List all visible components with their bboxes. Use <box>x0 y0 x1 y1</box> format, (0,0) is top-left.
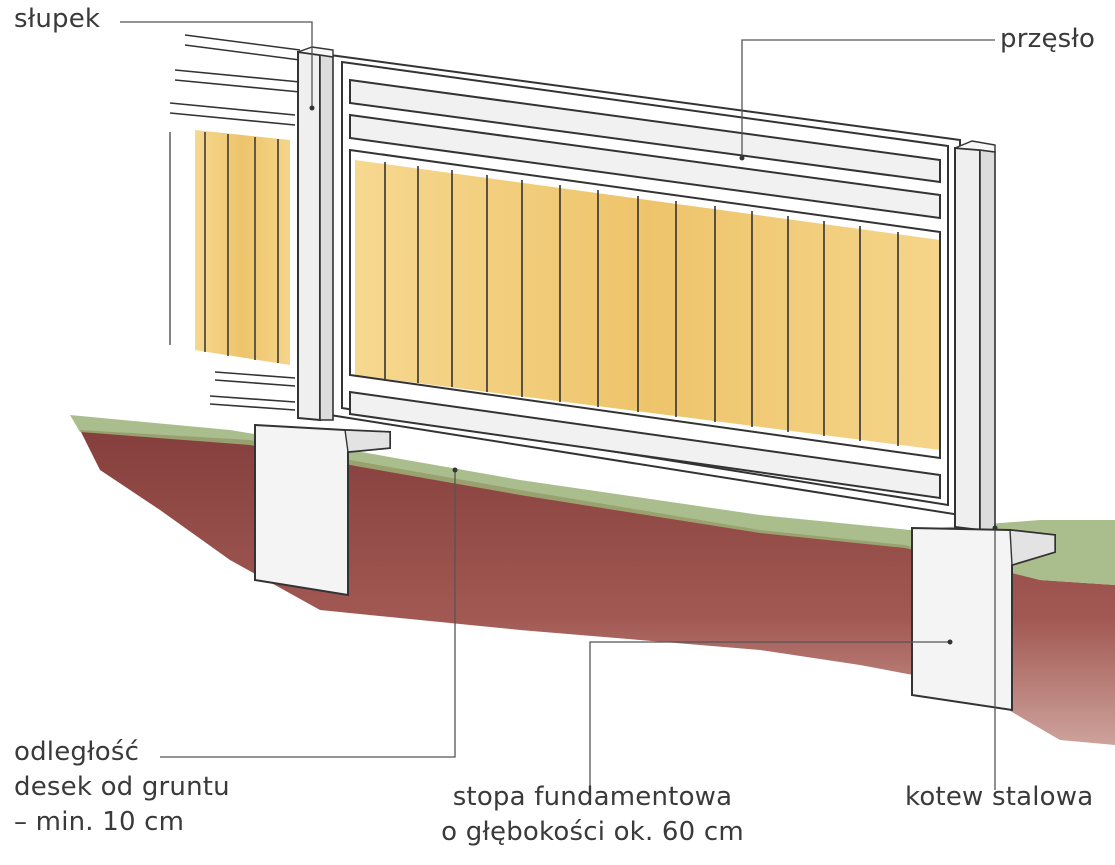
label-odleglosc-line-1: odległość <box>14 737 140 767</box>
label-stopa: stopa fundamentowa o głębokości ok. 60 c… <box>440 780 745 850</box>
leader-przeslo <box>741 39 995 158</box>
main-panel-boards <box>355 160 940 450</box>
leader-slupek <box>120 21 313 108</box>
label-slupek: słupek <box>14 4 101 34</box>
label-odleglosc-line-3: – min. 10 cm <box>14 807 185 838</box>
label-odleglosc-line-2: desek od gruntu <box>14 772 230 803</box>
left-panel-boards <box>169 130 290 365</box>
leader-stopa <box>589 641 950 790</box>
left-panel-rails <box>169 34 301 411</box>
leader-lines <box>120 21 996 790</box>
main-panel-frame <box>329 53 961 517</box>
left-post <box>297 46 334 422</box>
label-stopa-line-1: stopa fundamentowa <box>452 782 733 812</box>
left-footing <box>254 423 391 597</box>
label-przeslo: przęsło <box>1000 24 1096 54</box>
label-stopa-line-2: o głębokości ok. 60 cm <box>441 817 744 848</box>
right-post <box>954 140 996 532</box>
leader-dots <box>309 105 998 645</box>
leader-odleglosc <box>160 470 456 758</box>
right-footing <box>911 526 1056 712</box>
label-kotew: kotew stalowa <box>905 782 1094 812</box>
label-odleglosc: odległość desek od gruntu – min. 10 cm <box>14 735 230 840</box>
